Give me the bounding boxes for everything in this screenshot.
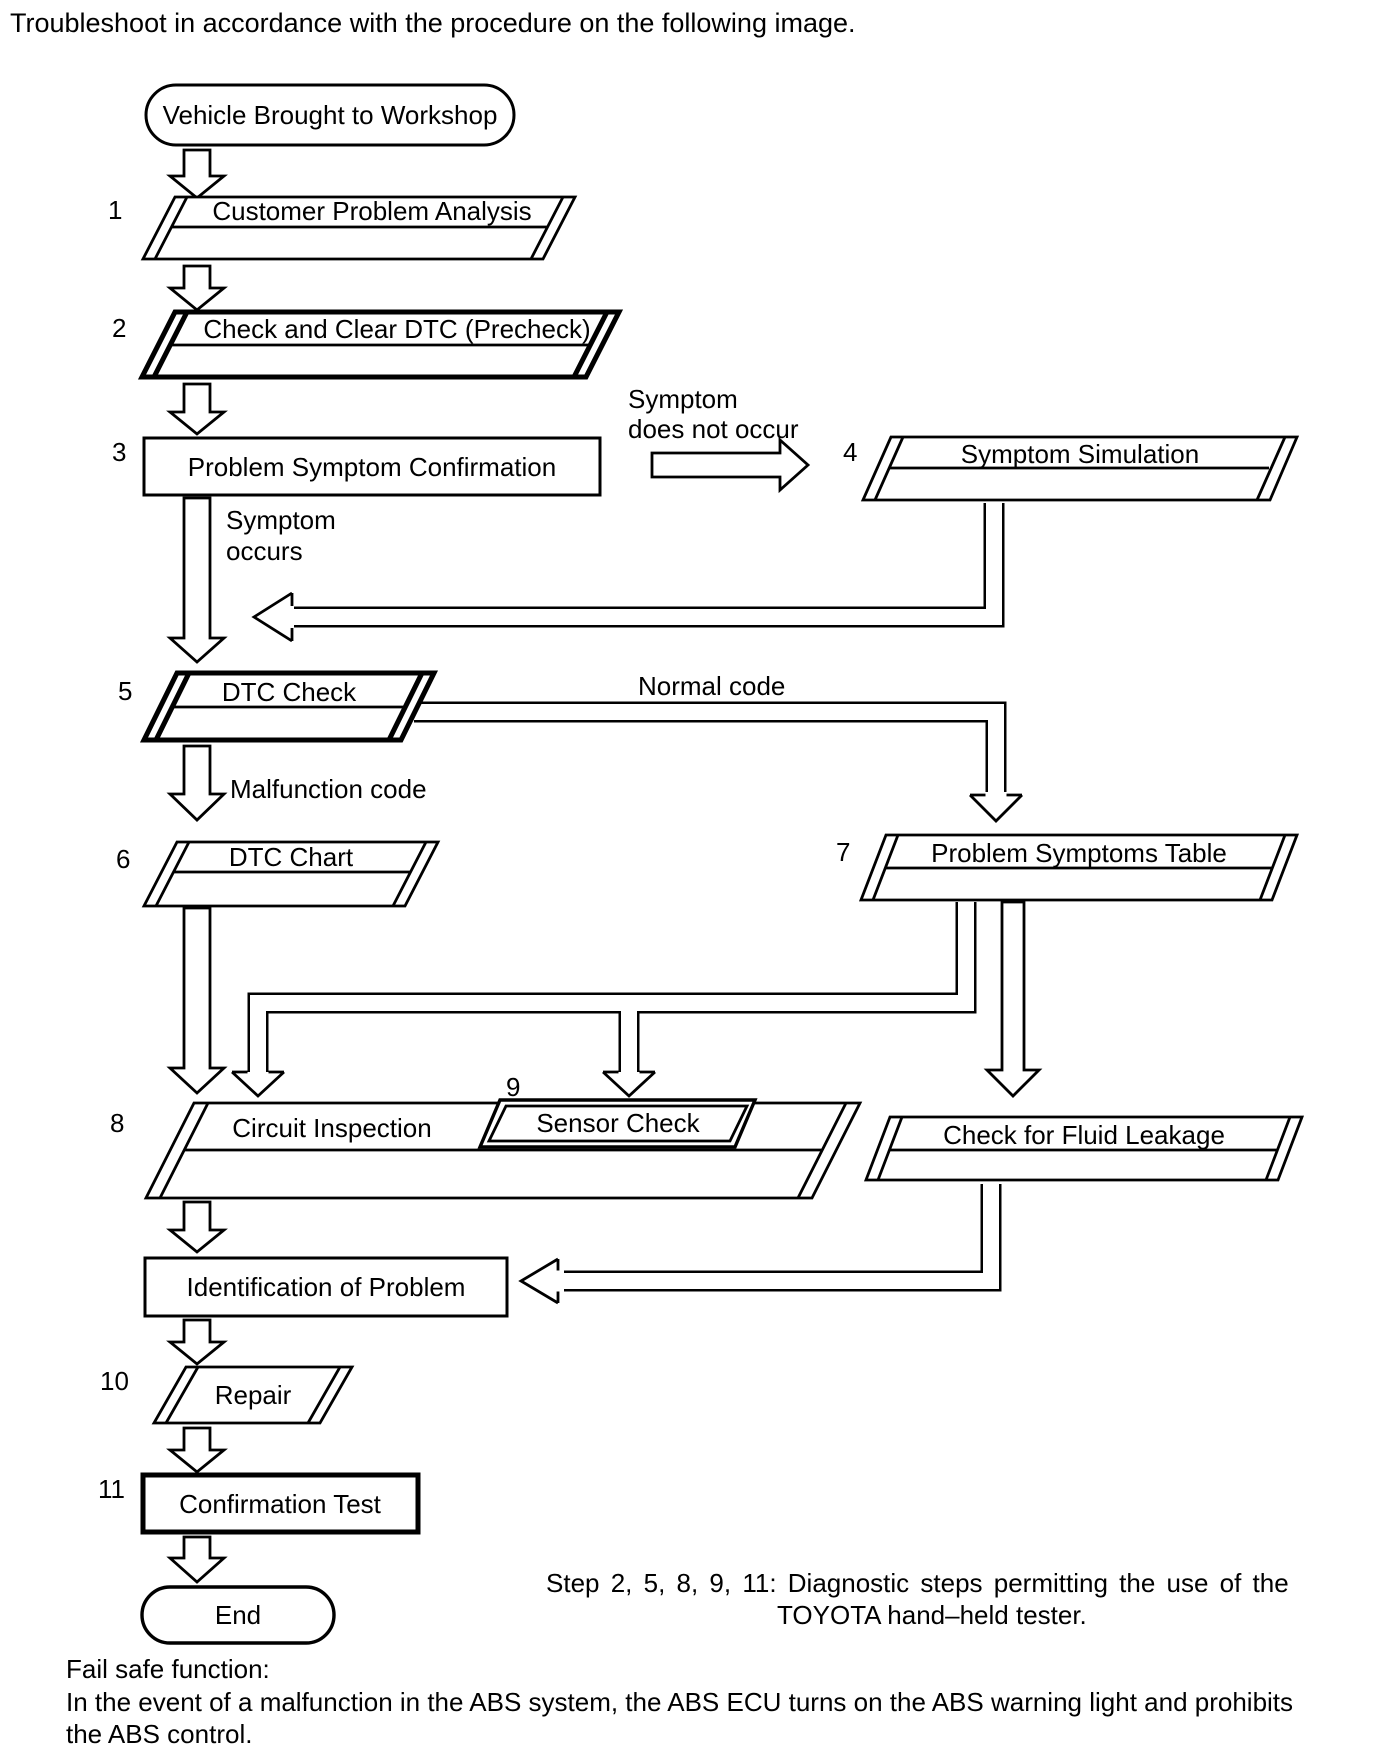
arrow-step3-to-step5 xyxy=(166,496,228,664)
step7-node xyxy=(858,833,1300,902)
step4-node xyxy=(860,435,1300,502)
step1-node xyxy=(140,195,578,261)
connector-symptom-simulation-to-dtc-check xyxy=(251,497,1005,643)
step6-node xyxy=(141,840,441,908)
fail-safe-title: Fail safe function: xyxy=(66,1654,270,1684)
step5-number: 5 xyxy=(118,676,132,706)
step5-node xyxy=(139,670,439,743)
step2-node xyxy=(137,309,624,380)
page-title: Troubleshoot in accordance with the proc… xyxy=(10,8,856,38)
connector-normal-code xyxy=(408,701,1023,823)
note-line2: TOYOTA hand–held tester. xyxy=(777,1600,1087,1630)
label-symptom-occurs-line1: Symptom xyxy=(226,505,336,535)
arrow-step1-to-step2 xyxy=(166,264,228,312)
step6-label: DTC Chart xyxy=(229,842,354,872)
step1-number: 1 xyxy=(108,195,122,225)
step7-label: Problem Symptoms Table xyxy=(931,838,1227,868)
step7-number: 7 xyxy=(836,837,850,867)
connector-fluid-leakage-to-identification xyxy=(518,1176,1002,1305)
step2-label: Check and Clear DTC (Precheck) xyxy=(203,314,590,344)
label-symptom-does-not-occur-line1: Symptom xyxy=(628,384,738,414)
step5-label: DTC Check xyxy=(222,677,357,707)
start-node-label: Vehicle Brought to Workshop xyxy=(163,100,498,130)
step8-label: Circuit Inspection xyxy=(232,1113,431,1143)
end-node xyxy=(140,1585,336,1645)
step11-number: 11 xyxy=(98,1474,125,1504)
note-line1: Step 2, 5, 8, 9, 11: Diagnostic steps pe… xyxy=(546,1568,1289,1598)
label-normal-code: Normal code xyxy=(638,671,785,701)
step2-number: 2 xyxy=(112,313,126,343)
step9-number: 9 xyxy=(506,1072,520,1102)
arrow-step2-to-step3 xyxy=(166,382,228,436)
step11-label: Confirmation Test xyxy=(179,1489,382,1519)
fail-safe-line2: the ABS control. xyxy=(66,1719,252,1749)
arrow-start-to-step1 xyxy=(166,148,228,200)
label-malfunction-code: Malfunction code xyxy=(230,774,427,804)
arrow-confirmation-to-end xyxy=(166,1535,228,1584)
arrow-step3-to-step4 xyxy=(650,436,811,494)
identification-label: Identification of Problem xyxy=(187,1272,466,1302)
step9-node xyxy=(477,1098,758,1149)
arrow-step8-to-identification xyxy=(166,1200,228,1254)
step6-number: 6 xyxy=(116,844,130,874)
step9-label: Sensor Check xyxy=(536,1108,700,1138)
step3-node xyxy=(142,436,602,497)
label-symptom-occurs-line2: occurs xyxy=(226,536,303,566)
fluid-leakage-node xyxy=(863,1115,1305,1182)
step4-number: 4 xyxy=(843,437,857,467)
end-node-label: End xyxy=(215,1600,261,1630)
step4-label: Symptom Simulation xyxy=(961,439,1199,469)
step1-label: Customer Problem Analysis xyxy=(212,196,531,226)
step8-number: 8 xyxy=(110,1108,124,1138)
step10-label: Repair xyxy=(215,1380,292,1410)
arrow-identification-to-repair xyxy=(166,1318,228,1366)
label-symptom-does-not-occur-line2: does not occur xyxy=(628,414,799,444)
step11-node xyxy=(140,1472,421,1535)
arrow-step6-to-step8 xyxy=(166,906,228,1095)
fluid-leakage-label: Check for Fluid Leakage xyxy=(943,1120,1225,1150)
arrow-step7-to-fluid-leakage xyxy=(983,900,1043,1098)
step10-number: 10 xyxy=(100,1366,129,1396)
step3-number: 3 xyxy=(112,437,126,467)
identification-node xyxy=(143,1256,509,1318)
arrow-repair-to-confirmation xyxy=(166,1426,228,1474)
start-node xyxy=(144,83,516,147)
fail-safe-line1: In the event of a malfunction in the ABS… xyxy=(66,1687,1293,1717)
connector-symptoms-table-to-circuit-inspection xyxy=(231,896,977,1098)
arrow-step5-to-step6 xyxy=(166,744,228,822)
step10-node xyxy=(151,1365,355,1425)
step3-label: Problem Symptom Confirmation xyxy=(188,452,556,482)
